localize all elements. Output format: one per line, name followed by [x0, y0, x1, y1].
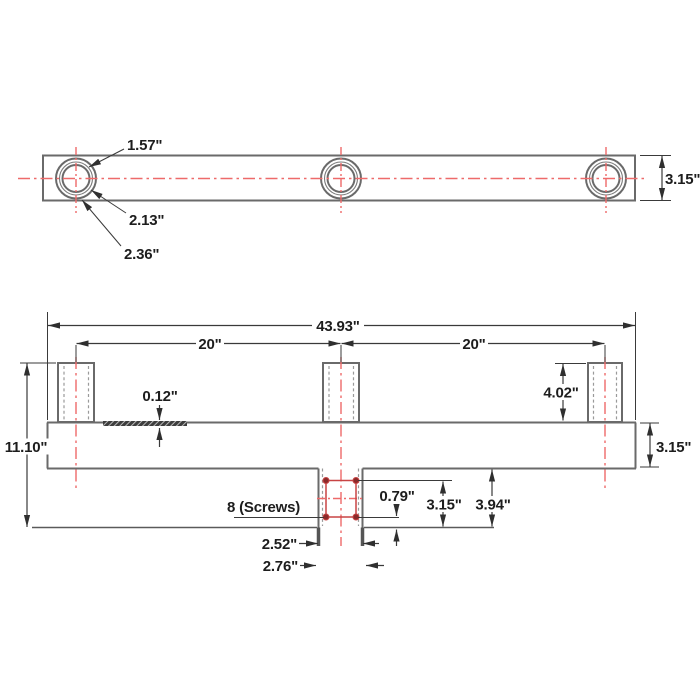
dim-tube-inner-width: 2.52": [262, 536, 379, 553]
dim-label: 0.79": [379, 488, 414, 505]
dim-label: 3.15": [656, 439, 691, 456]
dim-screw-pattern-height: 3.15": [358, 480, 463, 527]
dim-label: 1.57": [127, 137, 162, 154]
dim-label: 2.52": [262, 536, 297, 553]
dim-label: 2.36": [124, 246, 159, 263]
dim-screw-edge-offset: 0.79": [358, 488, 415, 546]
dim-hole-middle-diameter: 2.13": [90, 189, 165, 229]
dim-bar-depth: 3.15": [640, 155, 700, 201]
dim-post-spacing-left: 20": [75, 335, 342, 362]
dim-label: 4.02": [543, 385, 578, 402]
top-view: 1.57" 2.13" 2.36" 3.15": [18, 137, 700, 263]
dim-bar-height: 3.15": [640, 422, 692, 468]
dim-hole-inner-diameter: 1.57": [88, 137, 163, 168]
dim-pad-thickness: 0.12": [142, 388, 178, 447]
dim-label: 2.13": [129, 212, 164, 229]
dim-label: 20": [198, 336, 221, 353]
pad-strip: [103, 421, 187, 426]
dim-post-height: 4.02": [540, 363, 586, 421]
dim-tube-outer-width: 2.76": [263, 558, 384, 575]
dim-label: 2.76": [263, 558, 298, 575]
dim-overall-width: 43.93": [47, 312, 636, 420]
dim-label: 3.15": [665, 171, 700, 188]
dim-label: 43.93": [316, 318, 360, 335]
dim-label: 11.10": [5, 439, 48, 456]
screw-hole: [322, 477, 330, 484]
note-label: 8 (Screws): [227, 499, 300, 516]
dim-label: 20": [462, 336, 485, 353]
front-view: 43.93" 20" 20" 11.10" 4.02": [3, 312, 692, 575]
dim-label: 3.94": [475, 497, 510, 514]
dim-bracket-drop: 3.94": [473, 469, 514, 527]
post-hidden-lines: [63, 366, 618, 421]
dim-overall-height: 11.10": [3, 362, 56, 527]
screws-note: 8 (Screws): [227, 499, 324, 518]
dim-post-spacing-right: 20": [341, 335, 606, 362]
dim-label: 3.15": [426, 497, 461, 514]
dim-label: 0.12": [142, 388, 177, 405]
dim-hole-outer-diameter: 2.36": [81, 199, 160, 263]
